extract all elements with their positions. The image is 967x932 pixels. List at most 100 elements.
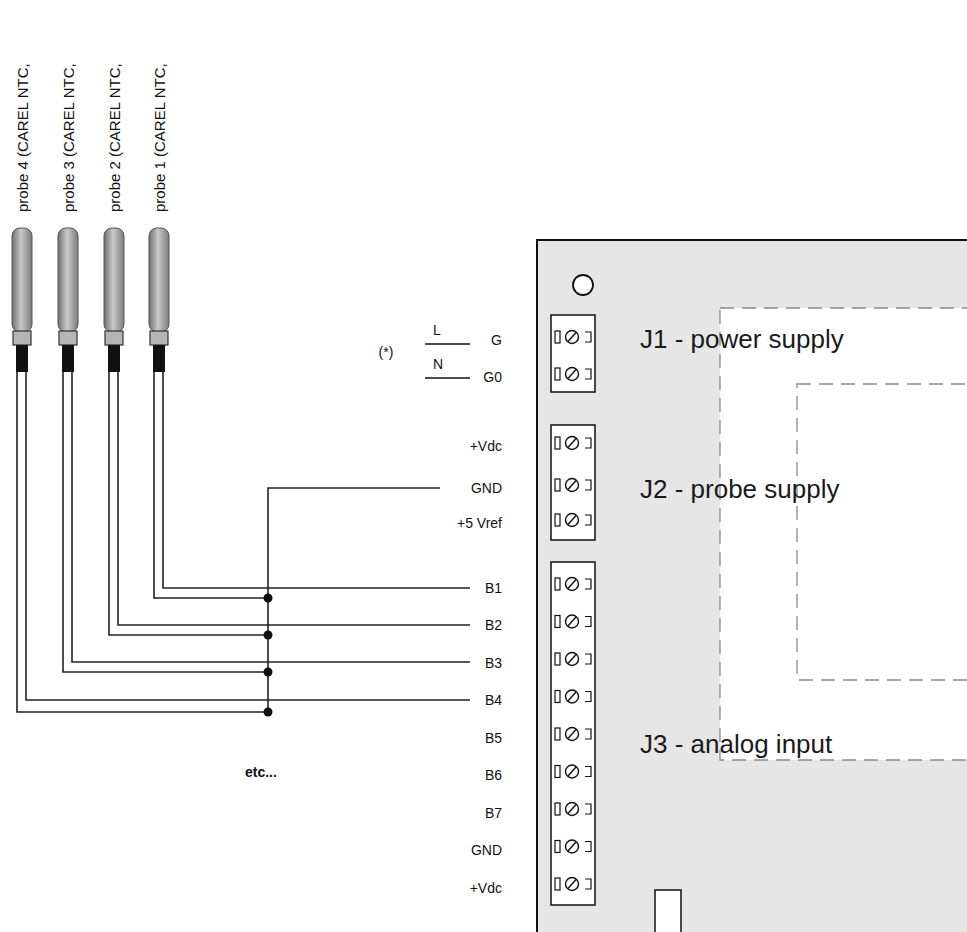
screw-head [566,653,579,666]
terminal-label: B5 [485,730,502,746]
terminal-clip [585,692,591,702]
screw-slot [555,653,560,665]
screw-slash [568,580,576,589]
terminal-heading: J2 - probe supply [640,475,839,505]
terminal-label: +Vdc [470,880,502,896]
screw-head [566,803,579,816]
probe-sensor: probe 1 (CAREL NTC, [149,228,169,372]
screw-slash [568,333,576,342]
probe-label: probe 1 (CAREL NTC, [151,63,168,212]
screw-slash [568,805,576,814]
terminal-clip [585,879,591,889]
terminal-block [551,315,595,392]
screw-slash [568,880,576,889]
terminal-clip [585,617,591,627]
terminal-label: (*) [379,344,394,360]
terminal-label: GND [471,842,502,858]
probe-label: probe 4 (CAREL NTC, [14,63,31,212]
screw-slash [568,655,576,664]
terminal-clip [585,804,591,814]
terminal-clip [585,438,591,448]
screw-head [566,840,579,853]
screw-slot [555,878,560,890]
controller-board: J1 - power supplyJ2 - probe supplyJ3 - a… [537,240,967,932]
probe-collar [13,331,31,345]
terminal-label: GND [471,480,502,496]
terminal-clip [585,767,591,777]
screw-slot [555,691,560,703]
terminal-label: N [433,356,443,372]
screw-slot [555,803,560,815]
screw-slot [555,514,560,526]
screw-slash [568,370,576,379]
screw-slash [568,617,576,626]
probe-body [149,228,169,332]
screw-slash [568,516,576,525]
screw-slash [568,439,576,448]
terminal-clip [585,369,591,379]
junction-dot [264,631,273,640]
terminal-label: B1 [485,580,502,596]
screw-slot [555,479,560,491]
ground-wire [109,372,268,635]
probe-collar [105,331,123,345]
screw-slot [555,578,560,590]
screw-head [566,765,579,778]
screw-head [566,878,579,891]
screw-slot [555,841,560,853]
probe-cable [153,345,165,372]
probe-label: probe 2 (CAREL NTC, [106,63,123,212]
terminal-label: +Vdc [470,438,502,454]
probe-collar [59,331,77,345]
terminal-label: B6 [485,767,502,783]
display-area [720,308,967,760]
screw-slash [568,767,576,776]
ground-wire [63,372,268,672]
junction-dot [264,708,273,717]
screw-slot [555,437,560,449]
screw-head [566,331,579,344]
signal-wire [72,372,470,662]
screw-slot [555,368,560,380]
probe-sensor: probe 4 (CAREL NTC, [12,228,32,372]
probe-body [104,228,124,332]
terminal-heading: J1 - power supply [640,325,844,355]
probe-label: probe 3 (CAREL NTC, [60,63,77,212]
junction-dot [264,668,273,677]
probe-body [58,228,78,332]
junction-dot [264,594,273,603]
terminal-label: +5 Vref [457,515,502,531]
screw-slot [555,766,560,778]
inner-area [797,384,967,680]
terminal-clip [585,480,591,490]
terminal-label: G [491,332,502,348]
ground-wire [154,372,268,598]
supply-line [425,377,470,378]
signal-wire [118,372,470,625]
ground-wire [17,372,268,712]
probe-sensors [12,228,470,717]
terminal-clip [585,842,591,852]
screw-slash [568,692,576,701]
probe-cable [16,345,28,372]
screw-slash [568,842,576,851]
screw-head [566,728,579,741]
controller-board [537,240,967,932]
signal-wire [26,372,470,700]
terminal-block [551,425,595,540]
continuation-note: etc... [245,764,277,780]
screw-slot [555,331,560,343]
screw-head [566,514,579,527]
screw-slot [555,616,560,628]
probe-sensor: probe 3 (CAREL NTC, [58,228,78,372]
supply-line [425,343,470,344]
screw-head [566,479,579,492]
terminal-block [551,562,595,905]
terminal-label: B4 [485,692,502,708]
screw-slot [555,728,560,740]
connector-tab [655,890,681,932]
terminal-clip [585,332,591,342]
terminal-label: L [433,322,441,338]
probe-cable [108,345,120,372]
